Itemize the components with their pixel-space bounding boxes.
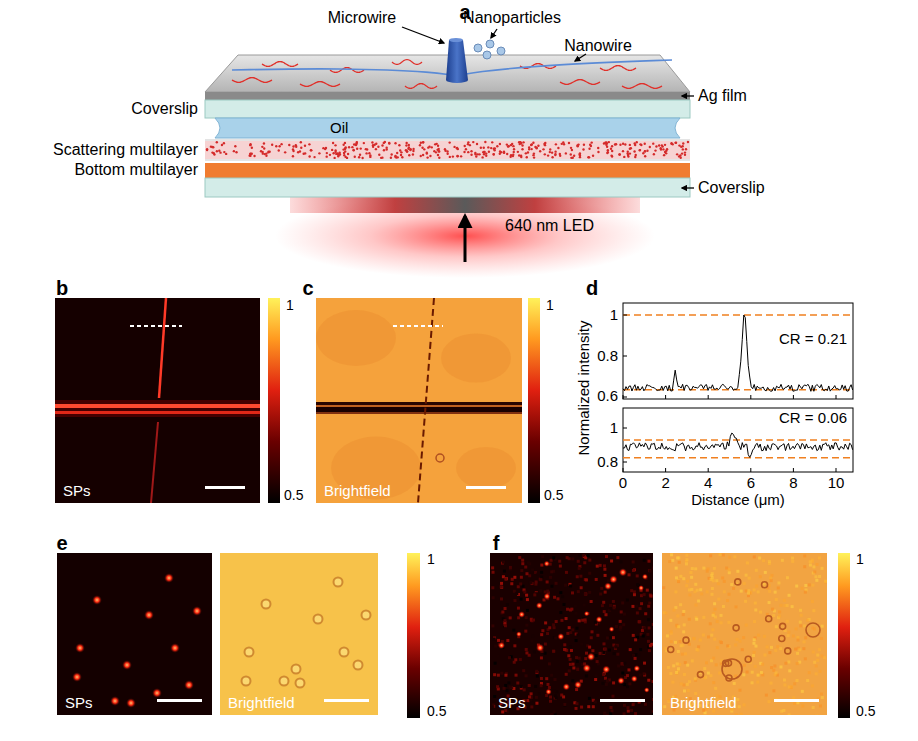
brightfield-image (220, 553, 378, 715)
colorbar-value: 0.5 (284, 488, 303, 503)
tick-label: 2 (661, 475, 669, 492)
brightfield-image-panel: Brightfield (662, 553, 827, 715)
layer-name: Bottom multilayer (74, 161, 198, 179)
plot-axes: CR = 0.21 (623, 303, 853, 399)
brightfield-image (316, 298, 522, 503)
plot-axes: CR = 0.06 (623, 408, 853, 472)
line-profile-plot (623, 303, 853, 472)
colorbar-value: 1 (286, 298, 294, 313)
colorbars (268, 298, 850, 718)
panel-letter: f (493, 532, 500, 554)
colorbar-value: 1 (546, 298, 554, 313)
sp-image-panel: SPs (490, 553, 653, 715)
panel-caption: Brightfield (324, 483, 391, 500)
led-light (275, 194, 655, 278)
panel-caption: Oil (330, 120, 348, 137)
part-name: Nanoparticles (463, 9, 561, 27)
oil-layer: Oil (215, 118, 680, 138)
source-name: 640 nm LED (505, 217, 594, 235)
tick-label: 0.6 (597, 388, 618, 405)
tick-label: 8 (789, 475, 797, 492)
panel-caption: SPs (498, 695, 526, 712)
tick-label: 0 (619, 475, 627, 492)
sp-image (490, 553, 656, 718)
colorbar-value: 1 (856, 552, 864, 567)
tick-label: 0.8 (597, 454, 618, 471)
image-panels (55, 298, 827, 718)
tick-label: 0.8 (597, 348, 618, 365)
panel-letter: e (56, 532, 67, 554)
panel-letter: d (586, 277, 598, 299)
colorbar-value: 0.5 (544, 488, 563, 503)
panel-caption: CR = 0.06 (779, 410, 847, 427)
panel-caption: Brightfield (670, 695, 737, 712)
leader-lines (402, 27, 694, 188)
panel-caption: SPs (63, 483, 91, 500)
sp-image (55, 298, 260, 503)
part-name: Nanowire (564, 37, 632, 55)
scattering-particles (206, 141, 689, 159)
colorbar-value: 1 (427, 552, 435, 567)
colorbar-value: 0.5 (427, 704, 446, 719)
sp-image-panel: SPs (57, 553, 212, 715)
tick-label: 10 (828, 475, 845, 492)
axis-title: Normalized intensity (576, 320, 593, 455)
panel-letter: c (302, 277, 313, 299)
panel-caption: SPs (65, 695, 93, 712)
sample-objects (232, 38, 672, 83)
colorbar-value: 0.5 (856, 704, 875, 719)
part-name: Ag film (698, 87, 747, 105)
layer-name: Coverslip (131, 100, 198, 118)
panel-caption: CR = 0.21 (779, 331, 847, 348)
panel-letter: b (56, 277, 68, 299)
tick-label: 1 (610, 307, 618, 324)
layer-name: Coverslip (698, 179, 765, 197)
axis-title: Distance (μm) (691, 492, 785, 509)
tick-label: 4 (704, 475, 712, 492)
brightfield-image-panel: Brightfield (316, 298, 522, 503)
panel-caption: Brightfield (228, 695, 295, 712)
sp-image (57, 553, 212, 715)
layer-name: Scattering multilayer (53, 141, 198, 159)
part-name: Microwire (328, 9, 396, 27)
brightfield-image-panel: Brightfield (220, 553, 378, 715)
tick-label: 6 (747, 475, 755, 492)
tick-label: 1 (610, 420, 618, 437)
led-arrow (464, 216, 467, 262)
brightfield-image (662, 553, 827, 718)
sp-image-panel: SPs (55, 298, 260, 503)
